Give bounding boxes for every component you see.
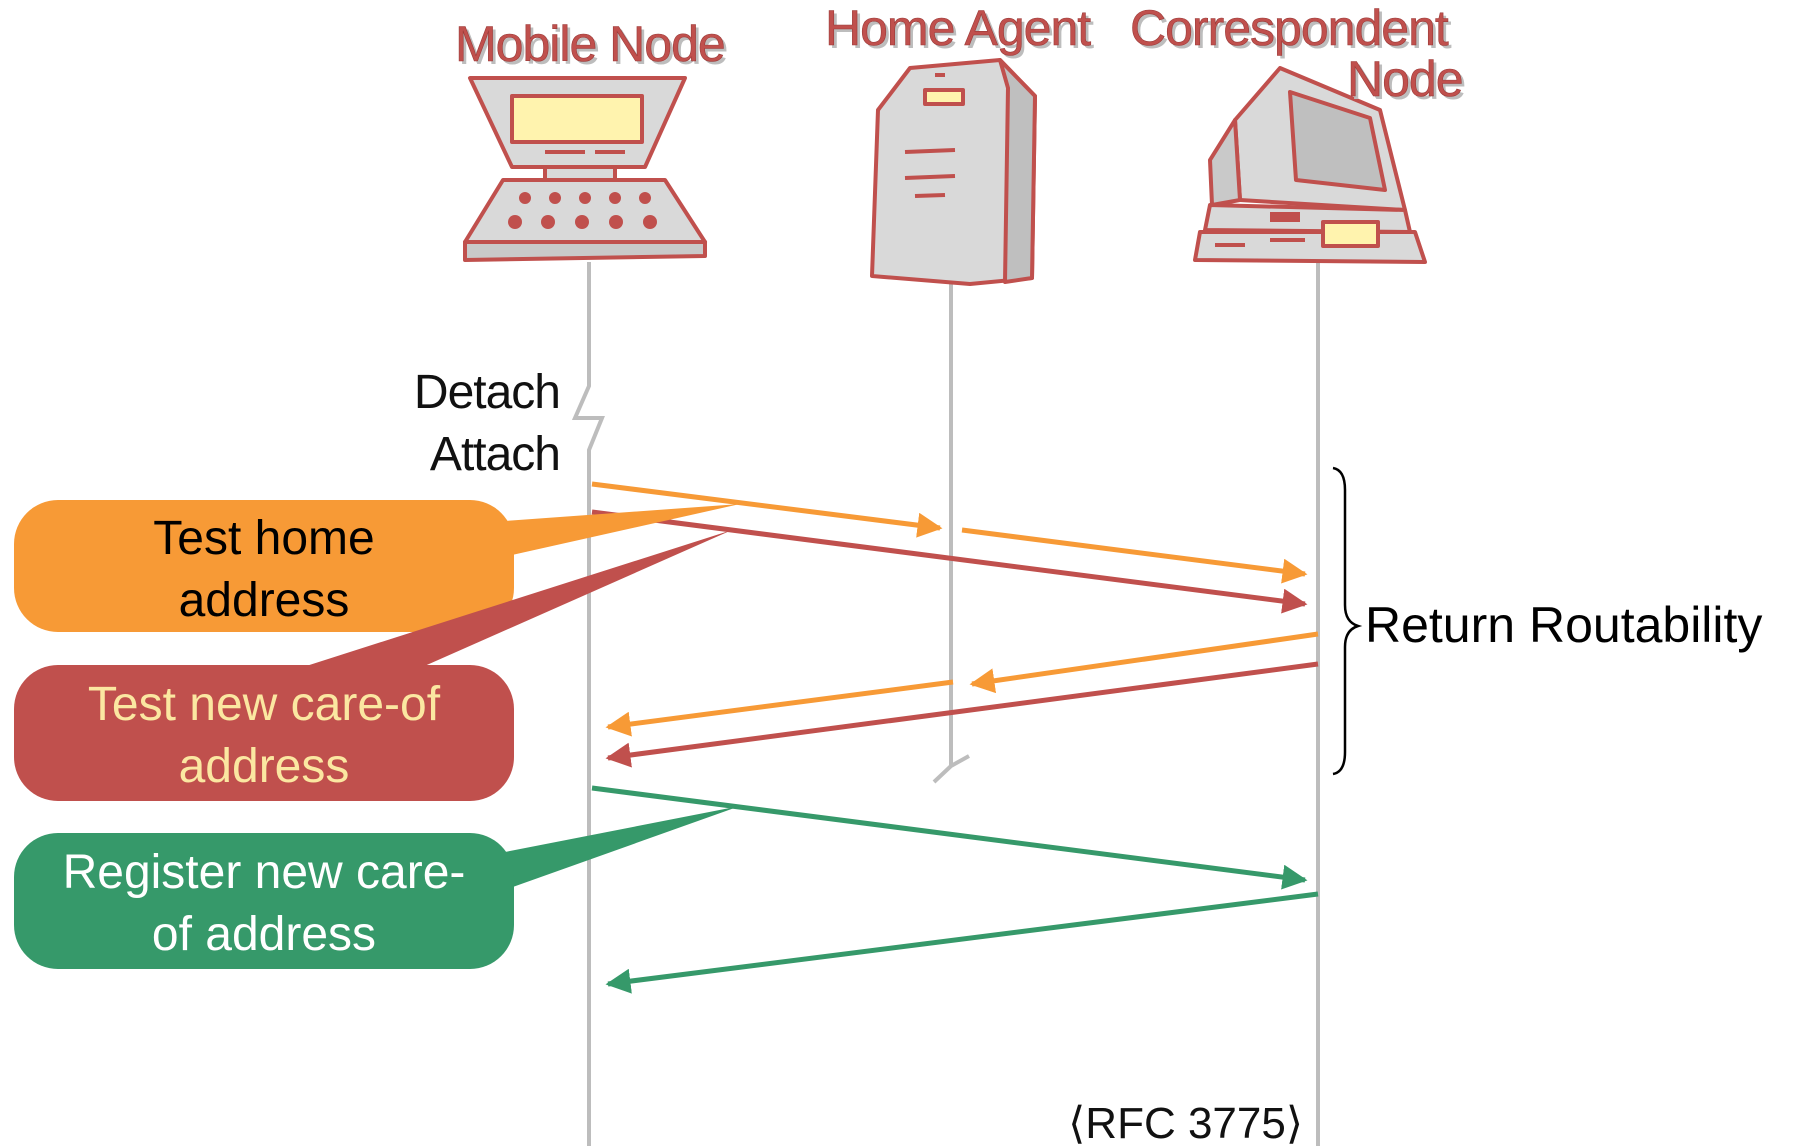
detach-label: Detach: [414, 366, 560, 419]
correspondent-title-line2-shadow: Node: [1350, 54, 1466, 110]
callout-register-pointer: [505, 806, 740, 888]
callout-home-test-box: [14, 500, 514, 632]
callout-home-test-line1: Test home: [153, 512, 374, 565]
callout-home-test-pointer: [505, 504, 740, 555]
node-titles: Mobile Node Mobile Node Home Agent Home …: [455, 0, 1467, 110]
callout-careof-test-line1: Test new care-of: [88, 678, 441, 731]
message-arrows: [591, 481, 1319, 994]
callout-register-box: [14, 833, 514, 969]
laptop-icon: [463, 76, 707, 262]
home-test-init-arrow-to-ha: [591, 481, 943, 538]
callout-register-line2: of address: [152, 908, 376, 961]
careof-test-init-arrow: [591, 509, 1308, 614]
home-agent-title-shadow: Home Agent: [828, 3, 1094, 59]
home-test-arrow-to-ha: [969, 631, 1319, 694]
return-routability-brace: [1332, 466, 1363, 776]
callout-register: Register new care- of address: [14, 806, 740, 969]
callout-home-test: Test home address: [14, 500, 740, 632]
rfc-reference: ⟨RFC 3775⟩: [1068, 1099, 1303, 1146]
home-agent-title: Home Agent: [825, 0, 1091, 56]
callout-home-test-line2: address: [179, 574, 350, 627]
mobile-node-title: Mobile Node: [455, 16, 725, 72]
callout-careof-test-box: [14, 665, 514, 801]
lifelines: [571, 262, 1320, 1146]
attach-label: Attach: [430, 428, 560, 481]
home-agent-lifeline: [932, 282, 970, 784]
home-test-init-arrow-to-cn: [961, 527, 1308, 584]
callout-careof-test-pointer: [300, 530, 732, 668]
return-routability-label: Return Routability: [1365, 597, 1762, 653]
server-tower-icon: [870, 58, 1037, 286]
correspondent-title-line2: Node: [1347, 51, 1463, 107]
callout-register-line1: Register new care-: [63, 846, 466, 899]
binding-ack-arrow: [605, 891, 1319, 994]
mobile-node-lifeline: [571, 262, 605, 1146]
callout-careof-test: Test new care-of address: [14, 530, 732, 801]
desktop-computer-icon: [1193, 66, 1427, 264]
binding-update-arrow: [591, 785, 1308, 890]
careof-test-arrow: [605, 661, 1319, 768]
correspondent-title-line1-shadow: Correspondent: [1133, 3, 1452, 59]
mobile-node-title-shadow: Mobile Node: [458, 19, 728, 75]
home-test-arrow-to-mn: [605, 679, 954, 737]
correspondent-title-line1: Correspondent: [1130, 0, 1449, 56]
callout-careof-test-line2: address: [179, 740, 350, 793]
